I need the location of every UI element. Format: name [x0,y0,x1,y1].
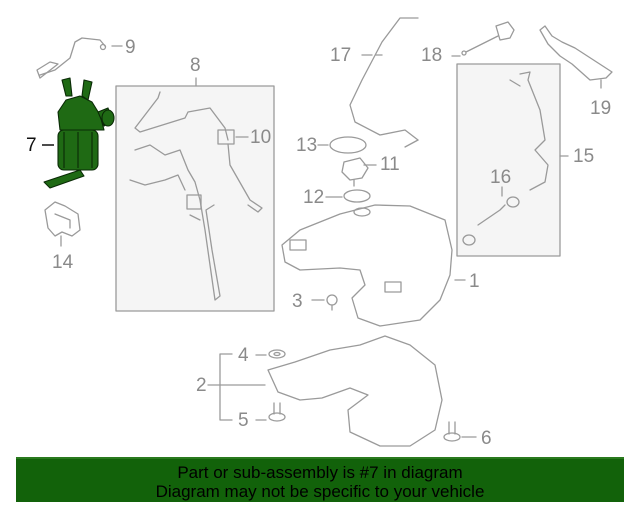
tank-shield-part-2 [267,335,443,447]
callout-13: 13 [296,135,318,156]
bolt-part-6 [443,421,461,442]
callout-2: 2 [196,375,207,396]
callout-9: 9 [125,37,136,58]
banner-line-1: Part or sub-assembly is #7 in diagram [177,463,463,482]
callout-15: 15 [573,146,595,167]
callout-10: 10 [250,127,272,148]
banner-line-2: Diagram may not be specific to your vehi… [155,482,485,501]
valve-part-11 [341,157,369,187]
callout-8: 8 [190,55,201,76]
o-ring-part-12 [343,189,371,203]
callout-18: 18 [421,45,443,66]
callout-arrows [111,45,477,438]
bracket-part-14 [44,201,81,247]
washer-part-4 [268,349,286,359]
vent-tube-part-17 [349,17,419,148]
callout-3: 3 [292,291,303,312]
callout-11: 11 [380,154,400,175]
parts-diagram [36,17,613,447]
filler-pipe-box [456,63,569,257]
sender-wire-part-9 [36,37,107,79]
callout-12: 12 [303,187,325,208]
fuel-pump-module-part-7 [43,77,115,189]
sender-assembly-box [115,77,275,312]
callout-16: 16 [490,167,512,188]
callout-bracket-2 [207,353,266,421]
fuel-cap-part-18 [461,21,515,56]
filler-pipe-part-15 [462,71,549,246]
callout-6: 6 [481,428,492,449]
callout-17: 17 [330,45,352,66]
callout-7: 7 [26,135,37,156]
callout-4: 4 [238,345,249,366]
heat-shield-part-19 [539,25,613,89]
callout-19: 19 [590,98,612,119]
fuel-tank-part-1 [281,204,466,327]
callout-14: 14 [52,252,74,273]
nut-part-3 [326,294,338,311]
lock-ring-part-13 [329,136,367,154]
bolt-part-5 [268,402,286,422]
callout-1: 1 [469,271,480,292]
sender-assembly-part-8 [129,91,263,301]
info-banner: Part or sub-assembly is #7 in diagram Di… [16,457,624,502]
callout-5: 5 [238,410,249,431]
